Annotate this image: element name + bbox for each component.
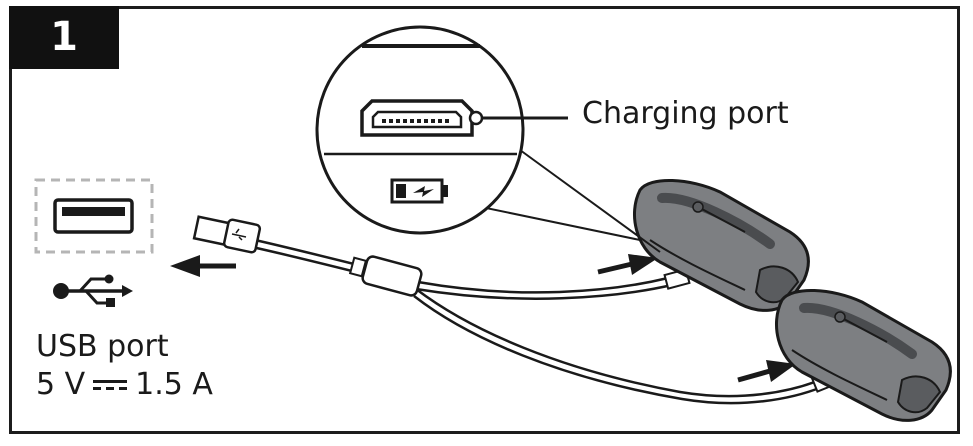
diagram-border: [9, 6, 960, 434]
arrow-to-device-lower: [737, 360, 796, 383]
micro-usb-port-icon: [360, 99, 568, 137]
usb-port-label: USB port: [36, 329, 169, 364]
arrow-to-device-upper: [597, 254, 658, 275]
device-lower: [774, 289, 952, 422]
usb-port-illustration: [34, 178, 154, 254]
device-upper: [632, 179, 810, 312]
charging-port-label: Charging port: [582, 96, 789, 131]
usb-trident-icon: [53, 274, 133, 307]
dc-symbol-icon: [93, 378, 128, 392]
usb-a-plug: [192, 215, 262, 254]
step-badge: 1: [9, 6, 119, 69]
step-number: 1: [50, 14, 78, 60]
cable-splitter: [348, 255, 423, 297]
usb-voltage: 5 V: [36, 367, 86, 402]
usb-power-spec: 5 V 1.5 A: [36, 367, 213, 402]
arrow-to-usb-port: [170, 255, 236, 277]
usb-current: 1.5 A: [135, 367, 213, 402]
charging-cable: [251, 238, 823, 405]
battery-charging-icon: [390, 178, 448, 204]
